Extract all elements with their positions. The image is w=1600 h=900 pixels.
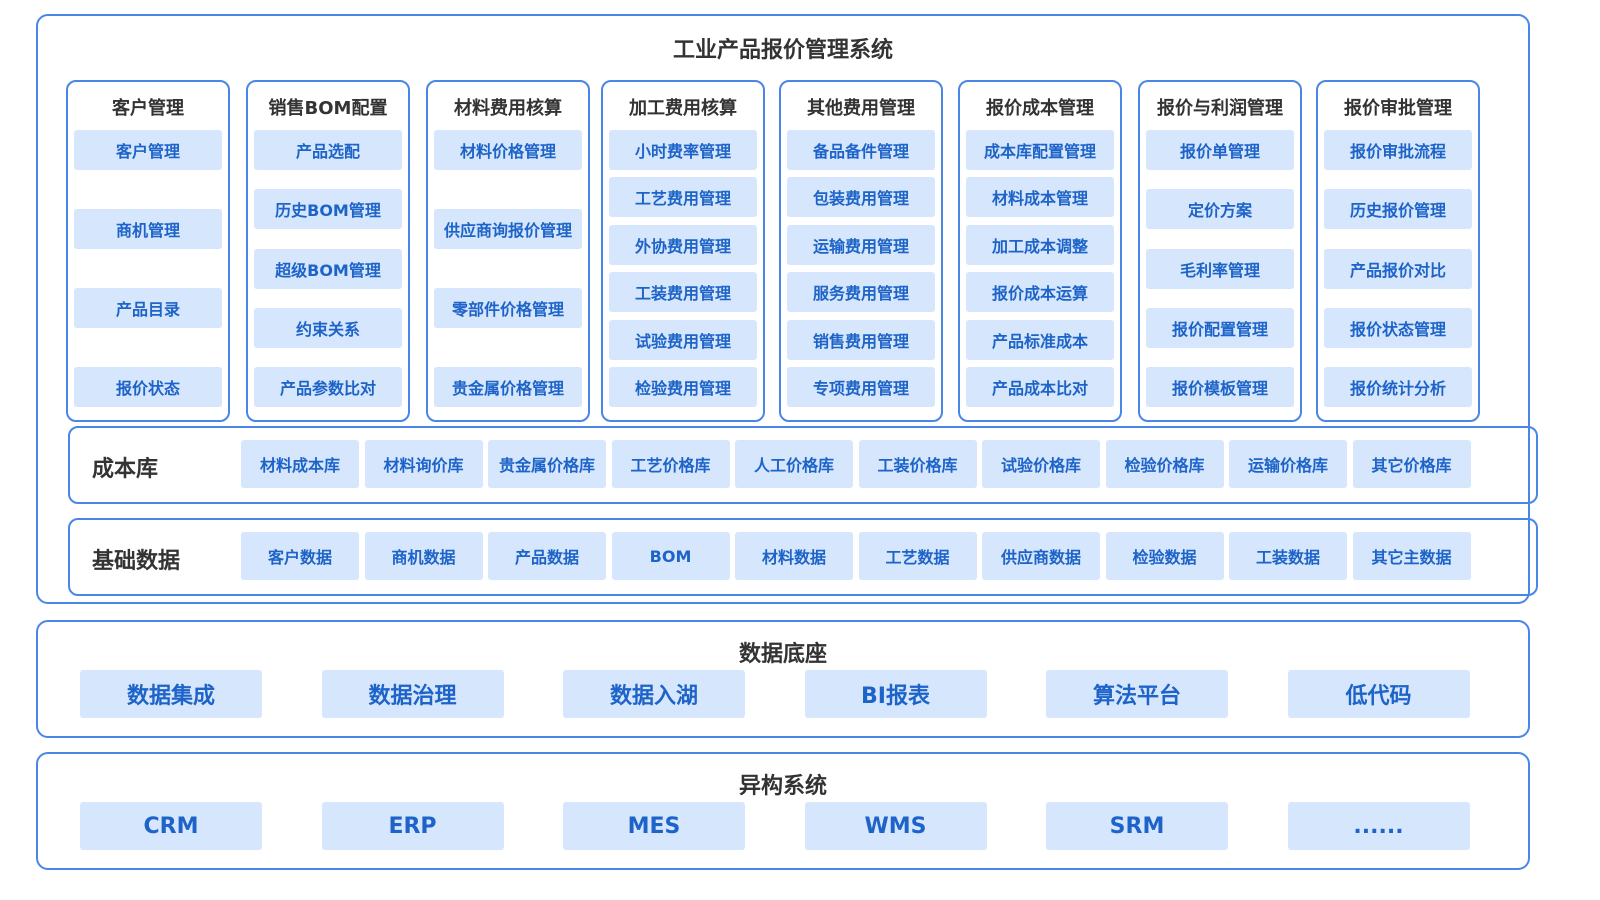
cost-library-item[interactable]: 工艺价格库 (611, 440, 730, 488)
base-data-item[interactable]: BOM (611, 532, 730, 580)
heterogeneous-systems-title: 异构系统 (738, 774, 827, 799)
module-item[interactable]: 产品报价对比 (1324, 249, 1472, 289)
module-item[interactable]: 试验费用管理 (609, 320, 757, 360)
base-data-item[interactable]: 材料数据 (735, 532, 853, 580)
base-data-row: 基础数据 (68, 518, 1538, 596)
module-column: 加工费用核算小时费率管理工艺费用管理外协费用管理工装费用管理试验费用管理检验费用… (601, 80, 765, 422)
module-title: 其他费用管理 (807, 98, 915, 119)
module-item[interactable]: 检验费用管理 (609, 367, 757, 407)
module-item[interactable]: 报价状态 (74, 367, 222, 407)
module-column: 销售BOM配置产品选配历史BOM管理超级BOM管理约束关系产品参数比对 (246, 80, 410, 422)
heterogeneous-system-item[interactable]: SRM (1046, 802, 1228, 850)
module-column: 报价成本管理成本库配置管理材料成本管理加工成本调整报价成本运算产品标准成本产品成… (958, 80, 1122, 422)
heterogeneous-systems-frame: 异构系统 (36, 752, 1530, 870)
cost-library-item[interactable]: 试验价格库 (982, 440, 1100, 488)
module-item[interactable]: 报价统计分析 (1324, 367, 1472, 407)
data-platform-item[interactable]: 数据治理 (321, 670, 504, 718)
module-item[interactable]: 约束关系 (254, 308, 402, 348)
base-data-item[interactable]: 其它主数据 (1352, 532, 1471, 580)
module-item[interactable]: 客户管理 (74, 130, 222, 170)
module-item[interactable]: 成本库配置管理 (966, 130, 1114, 170)
module-item[interactable]: 定价方案 (1146, 189, 1294, 229)
data-platform-title: 数据底座 (738, 642, 827, 667)
cost-library-item[interactable]: 贵金属价格库 (488, 440, 606, 488)
module-item[interactable]: 历史BOM管理 (254, 189, 402, 229)
heterogeneous-system-item[interactable]: ...... (1287, 802, 1470, 850)
cost-library-item[interactable]: 其它价格库 (1352, 440, 1471, 488)
system-title: 工业产品报价管理系统 (672, 38, 893, 63)
base-data-item[interactable]: 产品数据 (488, 532, 606, 580)
data-platform-item[interactable]: 数据集成 (80, 670, 262, 718)
module-column: 其他费用管理备品备件管理包装费用管理运输费用管理服务费用管理销售费用管理专项费用… (779, 80, 943, 422)
module-item[interactable]: 供应商询报价管理 (434, 209, 582, 249)
module-item[interactable]: 工装费用管理 (609, 272, 757, 312)
module-item[interactable]: 销售费用管理 (787, 320, 935, 360)
data-platform-item[interactable]: 算法平台 (1046, 670, 1228, 718)
module-item[interactable]: 工艺费用管理 (609, 177, 757, 217)
module-title: 加工费用核算 (629, 98, 737, 119)
data-platform-item[interactable]: BI报表 (804, 670, 987, 718)
module-item[interactable]: 产品标准成本 (966, 320, 1114, 360)
module-item[interactable]: 零部件价格管理 (434, 288, 582, 328)
module-title: 客户管理 (112, 98, 184, 119)
cost-library-item[interactable]: 人工价格库 (735, 440, 853, 488)
base-data-item[interactable]: 供应商数据 (982, 532, 1100, 580)
base-data-item[interactable]: 工艺数据 (858, 532, 977, 580)
module-item[interactable]: 报价模板管理 (1146, 367, 1294, 407)
module-item[interactable]: 报价单管理 (1146, 130, 1294, 170)
module-item[interactable]: 材料成本管理 (966, 177, 1114, 217)
module-item[interactable]: 产品目录 (74, 288, 222, 328)
base-data-item[interactable]: 客户数据 (241, 532, 359, 580)
module-column: 报价与利润管理报价单管理定价方案毛利率管理报价配置管理报价模板管理 (1138, 80, 1302, 422)
module-column: 材料费用核算材料价格管理供应商询报价管理零部件价格管理贵金属价格管理 (426, 80, 590, 422)
module-item[interactable]: 报价审批流程 (1324, 130, 1472, 170)
module-item[interactable]: 材料价格管理 (434, 130, 582, 170)
data-platform-item[interactable]: 数据入湖 (563, 670, 745, 718)
cost-library-item[interactable]: 运输价格库 (1229, 440, 1347, 488)
module-column: 客户管理客户管理商机管理产品目录报价状态 (66, 80, 230, 422)
module-item[interactable]: 报价状态管理 (1324, 308, 1472, 348)
base-data-item[interactable]: 工装数据 (1229, 532, 1347, 580)
module-item[interactable]: 运输费用管理 (787, 225, 935, 265)
module-item[interactable]: 包装费用管理 (787, 177, 935, 217)
module-item[interactable]: 历史报价管理 (1324, 189, 1472, 229)
module-title: 销售BOM配置 (268, 98, 388, 119)
module-item[interactable]: 产品选配 (254, 130, 402, 170)
module-item[interactable]: 商机管理 (74, 209, 222, 249)
module-item[interactable]: 报价配置管理 (1146, 308, 1294, 348)
module-item[interactable]: 报价成本运算 (966, 272, 1114, 312)
module-item[interactable]: 超级BOM管理 (254, 249, 402, 289)
module-column: 报价审批管理报价审批流程历史报价管理产品报价对比报价状态管理报价统计分析 (1316, 80, 1480, 422)
heterogeneous-system-item[interactable]: ERP (321, 802, 504, 850)
base-data-label: 基础数据 (92, 549, 181, 574)
data-platform-frame: 数据底座 (36, 620, 1530, 738)
module-title: 报价与利润管理 (1157, 98, 1283, 119)
module-item[interactable]: 贵金属价格管理 (434, 367, 582, 407)
cost-library-item[interactable]: 检验价格库 (1105, 440, 1224, 488)
module-title: 报价成本管理 (986, 98, 1094, 119)
heterogeneous-system-item[interactable]: WMS (804, 802, 987, 850)
module-item[interactable]: 备品备件管理 (787, 130, 935, 170)
base-data-item[interactable]: 商机数据 (364, 532, 483, 580)
cost-library-item[interactable]: 工装价格库 (858, 440, 977, 488)
base-data-item[interactable]: 检验数据 (1105, 532, 1224, 580)
module-item[interactable]: 毛利率管理 (1146, 249, 1294, 289)
module-title: 报价审批管理 (1344, 98, 1452, 119)
cost-library-item[interactable]: 材料询价库 (364, 440, 483, 488)
data-platform-item[interactable]: 低代码 (1287, 670, 1470, 718)
module-item[interactable]: 外协费用管理 (609, 225, 757, 265)
module-item[interactable]: 加工成本调整 (966, 225, 1114, 265)
cost-library-row: 成本库 (68, 426, 1538, 504)
heterogeneous-system-item[interactable]: CRM (80, 802, 262, 850)
module-item[interactable]: 产品参数比对 (254, 367, 402, 407)
module-item[interactable]: 小时费率管理 (609, 130, 757, 170)
module-item[interactable]: 专项费用管理 (787, 367, 935, 407)
cost-library-item[interactable]: 材料成本库 (241, 440, 359, 488)
module-item[interactable]: 产品成本比对 (966, 367, 1114, 407)
heterogeneous-system-item[interactable]: MES (563, 802, 745, 850)
module-item[interactable]: 服务费用管理 (787, 272, 935, 312)
module-title: 材料费用核算 (454, 98, 562, 119)
cost-library-label: 成本库 (92, 457, 159, 482)
